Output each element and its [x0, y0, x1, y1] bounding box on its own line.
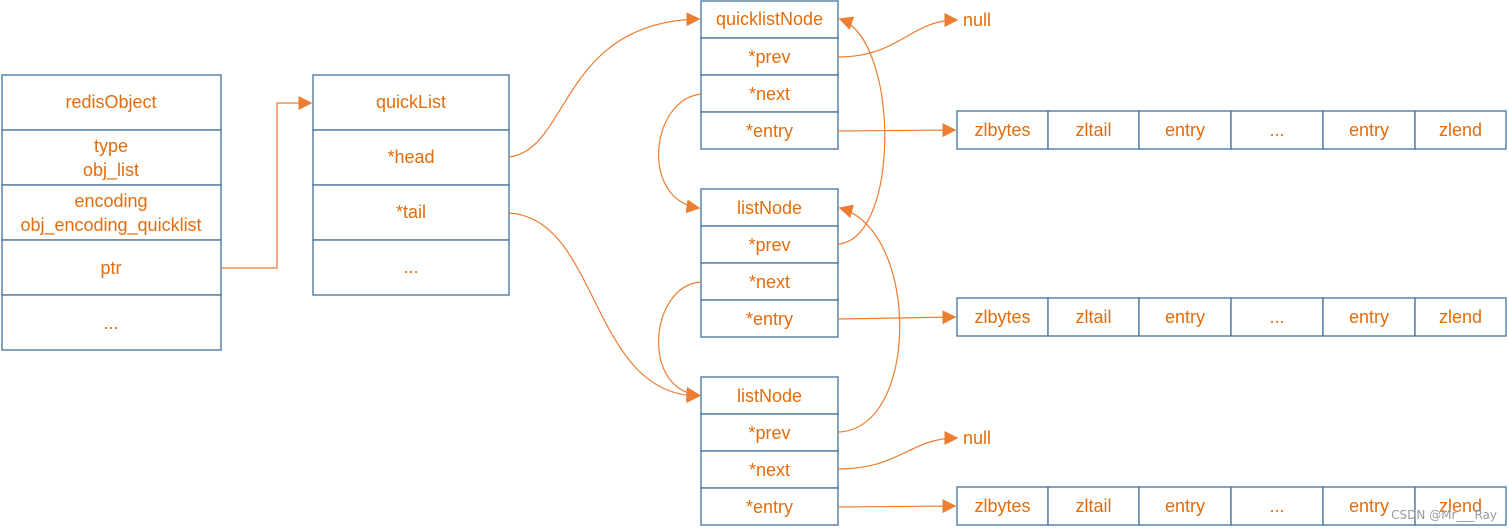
quicklist-more: ... [403, 257, 418, 277]
redis-object-more-cell: ... [1, 294, 222, 351]
quicklist-node-1: quicklistNode *prev *next *entry [700, 0, 839, 150]
ziplist-3-cell-zlbytes: zlbytes [974, 496, 1030, 516]
node-1-entry: *entry [746, 121, 793, 141]
redis-object-ptr: ptr [100, 258, 121, 278]
redis-object-encoding-cell: encoding obj_encoding_quicklist [1, 184, 222, 241]
arrow-node-3-entry-to-ziplist-3 [837, 499, 957, 514]
node-3-next: *next [749, 460, 790, 480]
ziplist-2-cell-zlend: zlend [1439, 307, 1482, 327]
redis-object-title-cell: redisObject [1, 74, 222, 131]
redis-object-more: ... [103, 313, 118, 333]
quicklist-more-cell: ... [312, 239, 510, 296]
node-2-entry-cell: *entry [700, 299, 839, 338]
node-2-next: *next [749, 272, 790, 292]
node-2-next-cell: *next [700, 262, 839, 301]
ziplist-2-cell-zlbytes: zlbytes [974, 307, 1030, 327]
arrow-node-2-prev-to-node-1 [837, 16, 886, 245]
null-label-top: null [963, 10, 991, 30]
ziplist-3-cell-zlend: zlend [1439, 496, 1482, 516]
arrow-node-1-next-to-node-2 [658, 93, 702, 214]
ziplist-1-cell-ellipsis: ... [1269, 120, 1284, 140]
node-1-next-cell: *next [700, 74, 839, 113]
list-node-3: listNode *prev *next *entry [700, 376, 839, 526]
node-2-title: listNode [737, 198, 802, 218]
null-label-bottom: null [963, 428, 991, 448]
node-2-title-cell: listNode [700, 188, 839, 227]
redis-object-type-cell: type obj_list [1, 129, 222, 186]
ziplist-1-cell-zlbytes: zlbytes [974, 120, 1030, 140]
redis-object-encoding-label: encoding [74, 191, 147, 211]
ziplist-2-cell-entry-last: entry [1349, 307, 1389, 327]
ziplist-1-cell-zltail: zltail [1075, 120, 1111, 140]
node-3-next-cell: *next [700, 450, 839, 489]
redis-object-type-label: type [94, 136, 128, 156]
quicklist-tail-cell: *tail [312, 184, 510, 241]
node-1-title: quicklistNode [716, 9, 823, 29]
list-node-2: listNode *prev *next *entry [700, 188, 839, 338]
ziplist-1-cell-entry: entry [1165, 120, 1205, 140]
node-3-entry-cell: *entry [700, 487, 839, 526]
quicklist-tail: *tail [396, 202, 426, 222]
arrow-tail-to-node-3 [508, 212, 701, 403]
node-3-prev-cell: *prev [700, 413, 839, 452]
quicklist-title-cell: quickList [312, 74, 510, 131]
node-3-title-cell: listNode [700, 376, 839, 415]
node-2-prev: *prev [748, 235, 790, 255]
arrow-node-2-next-to-node-3 [658, 281, 702, 401]
node-1-next: *next [749, 84, 790, 104]
quicklist-head: *head [387, 147, 434, 167]
node-2-prev-cell: *prev [700, 225, 839, 264]
ziplist-2-cell-ellipsis: ... [1269, 307, 1284, 327]
ziplist-2: zlbytes zltail entry ... entry zlend [956, 297, 1507, 337]
node-3-prev: *prev [748, 423, 790, 443]
quicklist-box: quickList *head *tail ... [312, 74, 510, 296]
redis-object-ptr-cell: ptr [1, 239, 222, 296]
node-3-entry: *entry [746, 497, 793, 517]
node-1-entry-cell: *entry [700, 111, 839, 150]
node-2-entry: *entry [746, 309, 793, 329]
ziplist-1: zlbytes zltail entry ... entry zlend [956, 110, 1507, 150]
connectors [221, 12, 959, 514]
ziplist-1-cell-entry-last: entry [1349, 120, 1389, 140]
arrow-node-3-next-to-null [837, 431, 959, 470]
ziplist-3-cell-zltail: zltail [1075, 496, 1111, 516]
arrow-node-1-entry-to-ziplist-1 [837, 123, 957, 138]
arrow-node-3-prev-to-node-2 [837, 204, 901, 433]
ziplist-1-cell-zlend: zlend [1439, 120, 1482, 140]
arrow-node-2-entry-to-ziplist-2 [837, 310, 957, 325]
ziplist-3: zlbytes zltail entry ... entry zlend [956, 486, 1507, 526]
redis-object-title: redisObject [65, 92, 156, 112]
node-3-title: listNode [737, 386, 802, 406]
ziplist-2-cell-zltail: zltail [1075, 307, 1111, 327]
ziplist-2-cell-entry: entry [1165, 307, 1205, 327]
quicklist-head-cell: *head [312, 129, 510, 186]
node-1-prev: *prev [748, 47, 790, 67]
redis-object-encoding-value: obj_encoding_quicklist [20, 215, 201, 236]
arrow-node-1-prev-to-null [837, 13, 959, 58]
redis-object-type-value: obj_list [83, 160, 139, 181]
quicklist-title: quickList [376, 92, 446, 112]
ziplist-3-cell-entry-last: entry [1349, 496, 1389, 516]
arrow-head-to-node-1 [508, 12, 701, 158]
node-1-title-cell: quicklistNode [700, 0, 839, 39]
redis-object-box: redisObject type obj_list encoding obj_e… [1, 74, 222, 351]
arrow-ptr-to-quicklist [221, 96, 313, 269]
node-1-prev-cell: *prev [700, 37, 839, 76]
watermark: CSDN @Mr___Ray [1391, 508, 1497, 522]
ziplist-3-cell-ellipsis: ... [1269, 496, 1284, 516]
ziplist-3-cell-entry: entry [1165, 496, 1205, 516]
